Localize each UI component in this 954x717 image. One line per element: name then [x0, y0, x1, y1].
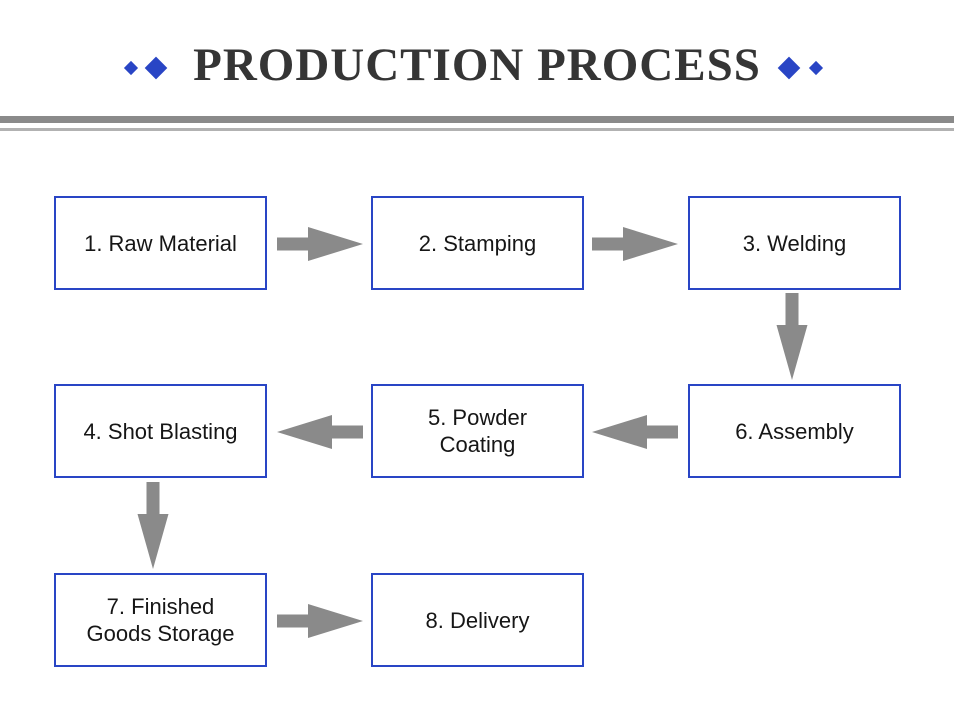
flow-box-raw-material: 1. Raw Material: [54, 196, 267, 290]
flow-arrow-4-to-7-down-icon: [137, 482, 169, 569]
flow-box-label: 3. Welding: [742, 230, 847, 256]
flow-box-label: 7. Finished Goods Storage: [86, 594, 235, 646]
flow-box-welding: 3. Welding: [688, 196, 901, 290]
flow-arrow-1-to-2-right-icon: [277, 226, 363, 262]
flow-box-delivery: 8. Delivery: [371, 573, 584, 667]
flow-box-stamping: 2. Stamping: [371, 196, 584, 290]
flow-arrow-7-to-8-right-icon: [277, 603, 363, 639]
divider-thin-rule: [0, 128, 954, 131]
flow-box-powder-coating: 5. Powder Coating: [371, 384, 584, 478]
flow-arrow-5-to-4-left-icon: [277, 414, 363, 450]
flow-arrow-2-to-3-right-icon: [592, 226, 678, 262]
flow-box-label: 4. Shot Blasting: [83, 418, 238, 444]
flow-box-assembly: 6. Assembly: [688, 384, 901, 478]
flow-box-label: 5. Powder Coating: [427, 405, 528, 457]
flow-arrow-6-to-5-left-icon: [592, 414, 678, 450]
flow-box-label: 2. Stamping: [418, 230, 537, 256]
flow-box-label: 1. Raw Material: [84, 230, 237, 256]
flow-box-label: 6. Assembly: [735, 418, 854, 444]
flow-box-label: 8. Delivery: [425, 607, 530, 633]
flow-box-finished-goods-storage: 7. Finished Goods Storage: [54, 573, 267, 667]
flow-box-shot-blasting: 4. Shot Blasting: [54, 384, 267, 478]
divider-thick-rule: [0, 116, 954, 123]
flow-arrow-3-to-6-down-icon: [776, 293, 808, 380]
page-title: PRODUCTION PROCESS: [193, 39, 761, 91]
